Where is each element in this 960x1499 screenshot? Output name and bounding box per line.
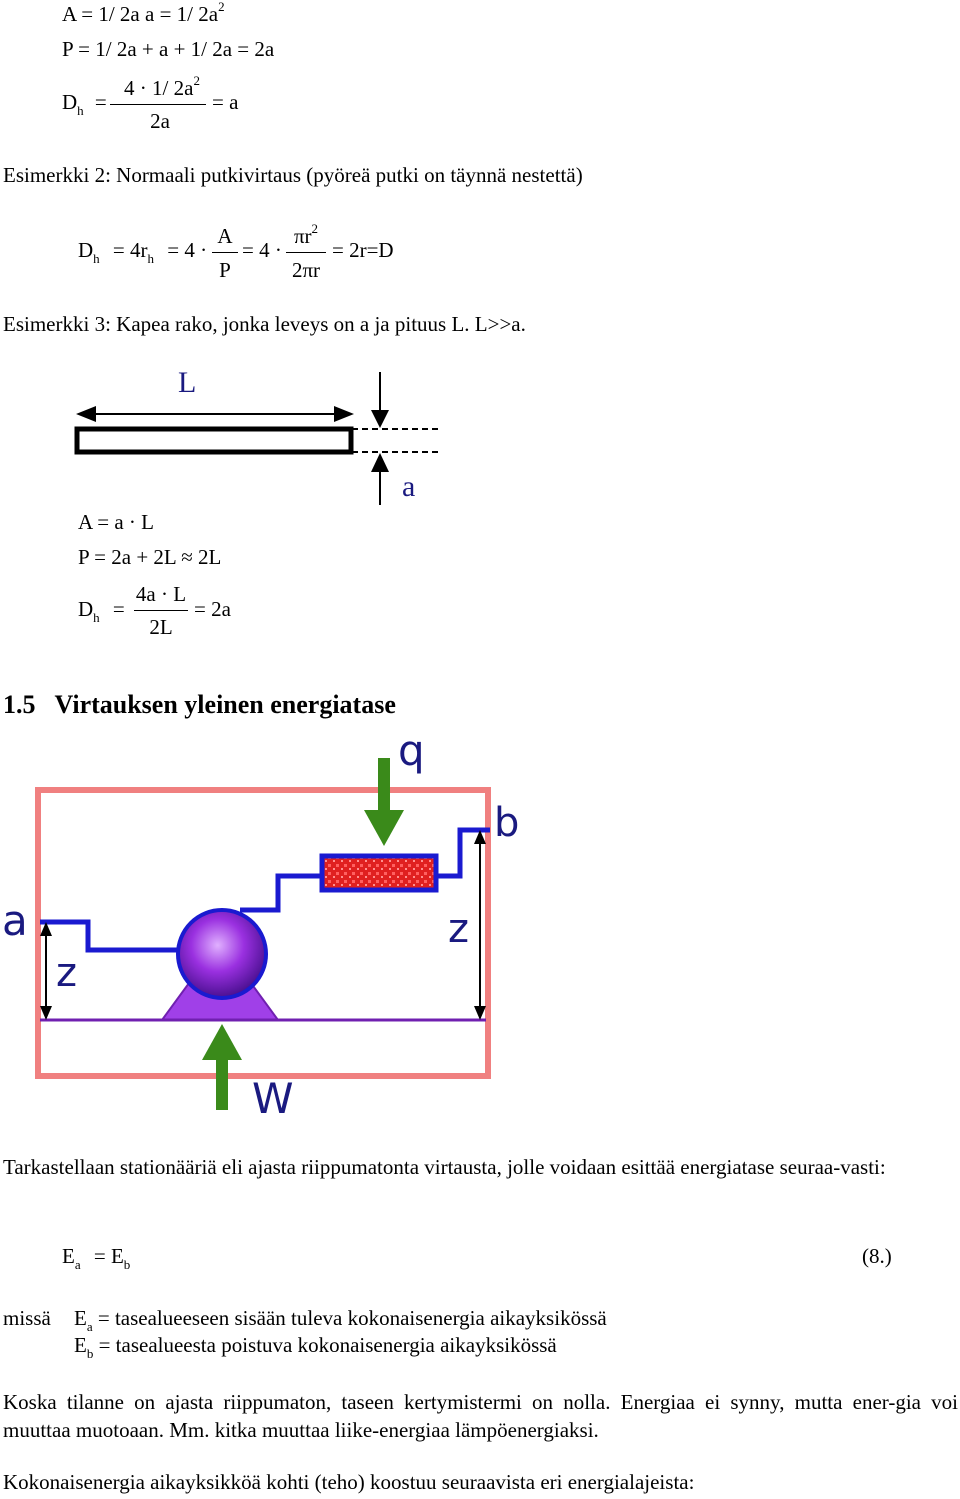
eq-dh-denominator: 2a bbox=[150, 109, 170, 133]
energy-balance-equation: Ea = Eb bbox=[62, 1244, 131, 1272]
eq-area: A = 1/ 2a a = 1/ 2a2 bbox=[62, 0, 225, 26]
example2-eq-left: Dh = 4rh = 4 · bbox=[78, 238, 208, 266]
eq-perimeter: P = 1/ 2a + a + 1/ 2a = 2a bbox=[62, 37, 275, 61]
example3-dh-num: 4a · L bbox=[135, 582, 187, 606]
eq-hydraulic-diameter: Dh = bbox=[62, 90, 107, 118]
example3-eq-area: A = a · L bbox=[78, 510, 154, 534]
example3-eq-perimeter: P = 2a + 2L ≈ 2L bbox=[78, 545, 222, 569]
heat-arrow-head bbox=[364, 810, 404, 846]
fraction-bar bbox=[134, 610, 188, 611]
fraction-bar bbox=[110, 104, 206, 105]
work-arrow-head bbox=[202, 1024, 242, 1060]
definition-eb: Eb = tasealueesta poistuva kokonaisenerg… bbox=[74, 1333, 557, 1361]
slot-diagram bbox=[74, 372, 440, 505]
slot-length-label: L bbox=[178, 366, 197, 399]
work-arrow-shaft bbox=[216, 1058, 228, 1110]
example3-dh-den: 2L bbox=[149, 615, 173, 639]
pipe-line bbox=[240, 873, 322, 913]
control-volume-frame bbox=[35, 787, 491, 1079]
example3-dh-result: = 2a bbox=[194, 597, 231, 621]
section-heading: 1.5 Virtauksen yleinen energiatase bbox=[3, 690, 396, 719]
eq-dh-numerator: 4 · 1/ 2a2 bbox=[124, 73, 200, 100]
definition-ea: Ea = tasealueeseen sisään tuleva kokonai… bbox=[74, 1306, 607, 1334]
example2-text: Esimerkki 2: Normaali putkivirtaus (pyör… bbox=[3, 163, 583, 187]
slot-width-label: a bbox=[402, 470, 416, 503]
paragraph-total-energy: Kokonaisenergia aikayksikköä kohti (teho… bbox=[3, 1470, 695, 1494]
pump-body bbox=[176, 908, 268, 1000]
heat-arrow-shaft bbox=[378, 758, 390, 810]
work-label: W bbox=[252, 1074, 294, 1123]
fraction-bar bbox=[286, 252, 326, 253]
outlet-label: b bbox=[494, 800, 520, 846]
example2-frac1-den: P bbox=[219, 258, 231, 282]
pipe-line bbox=[40, 919, 190, 953]
heater bbox=[319, 853, 439, 893]
height-right-label: z bbox=[448, 906, 469, 952]
example2-frac2-den: 2πr bbox=[291, 258, 321, 282]
example2-eq-mid: = 4 · bbox=[242, 238, 282, 262]
example2-frac2-num: πr2 bbox=[293, 221, 319, 248]
fraction-bar bbox=[212, 252, 238, 253]
example3-text: Esimerkki 3: Kapea rako, jonka leveys on… bbox=[3, 312, 526, 336]
paragraph-intro: Tarkastellaan stationääriä eli ajasta ri… bbox=[3, 1155, 886, 1179]
where-label: missä bbox=[3, 1306, 51, 1330]
example2-frac1-num: A bbox=[217, 224, 233, 248]
heat-label: q bbox=[398, 726, 425, 775]
paragraph-steady: Koska tilanne on ajasta riippumaton, tas… bbox=[3, 1390, 958, 1442]
example2-eq-result: = 2r=D bbox=[332, 238, 394, 262]
inlet-label: a bbox=[2, 896, 28, 945]
energy-balance-diagram bbox=[35, 758, 491, 1110]
example3-eq-dh: Dh = bbox=[78, 597, 125, 625]
height-left-label: z bbox=[56, 950, 77, 996]
equation-number: (8.) bbox=[862, 1244, 892, 1268]
pipe-line bbox=[436, 827, 490, 879]
eq-dh-result: = a bbox=[212, 90, 239, 114]
